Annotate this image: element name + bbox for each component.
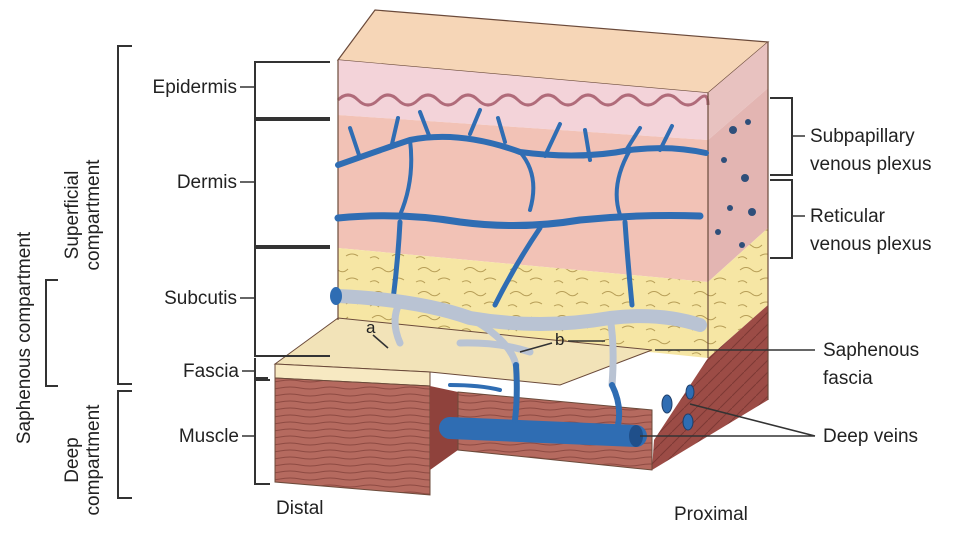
epidermis-label: Epidermis (153, 77, 237, 98)
saphenous-fascia-label-1: Saphenous (823, 340, 919, 361)
superficial-compartment-label-2: compartment (83, 159, 104, 271)
subpapillary-label-1: Subpapillary (810, 126, 915, 147)
saphenous-compartment-label: Saphenous compartment (14, 231, 35, 444)
proximal-label: Proximal (674, 504, 748, 525)
saphenous-fascia-label-2: fascia (823, 368, 873, 389)
distal-label: Distal (276, 498, 324, 519)
reticular-label-2: venous plexus (810, 234, 931, 255)
marker-b: b (555, 330, 564, 349)
fascia-label: Fascia (183, 361, 239, 382)
subpapillary-label-2: venous plexus (810, 154, 931, 175)
dermis-label: Dermis (177, 172, 237, 193)
reticular-label-1: Reticular (810, 206, 886, 227)
saphenous-vein-end (330, 287, 342, 305)
deep-compartment-label-2: compartment (83, 404, 104, 516)
deep-compartment-label-1: Deep (62, 437, 83, 482)
muscle-left (275, 378, 430, 495)
marker-a: a (366, 318, 376, 337)
subcutis-label: Subcutis (164, 288, 237, 309)
muscle-label: Muscle (179, 426, 239, 447)
deep-veins-label: Deep veins (823, 426, 918, 447)
superficial-compartment-label-1: Superficial (62, 171, 83, 260)
